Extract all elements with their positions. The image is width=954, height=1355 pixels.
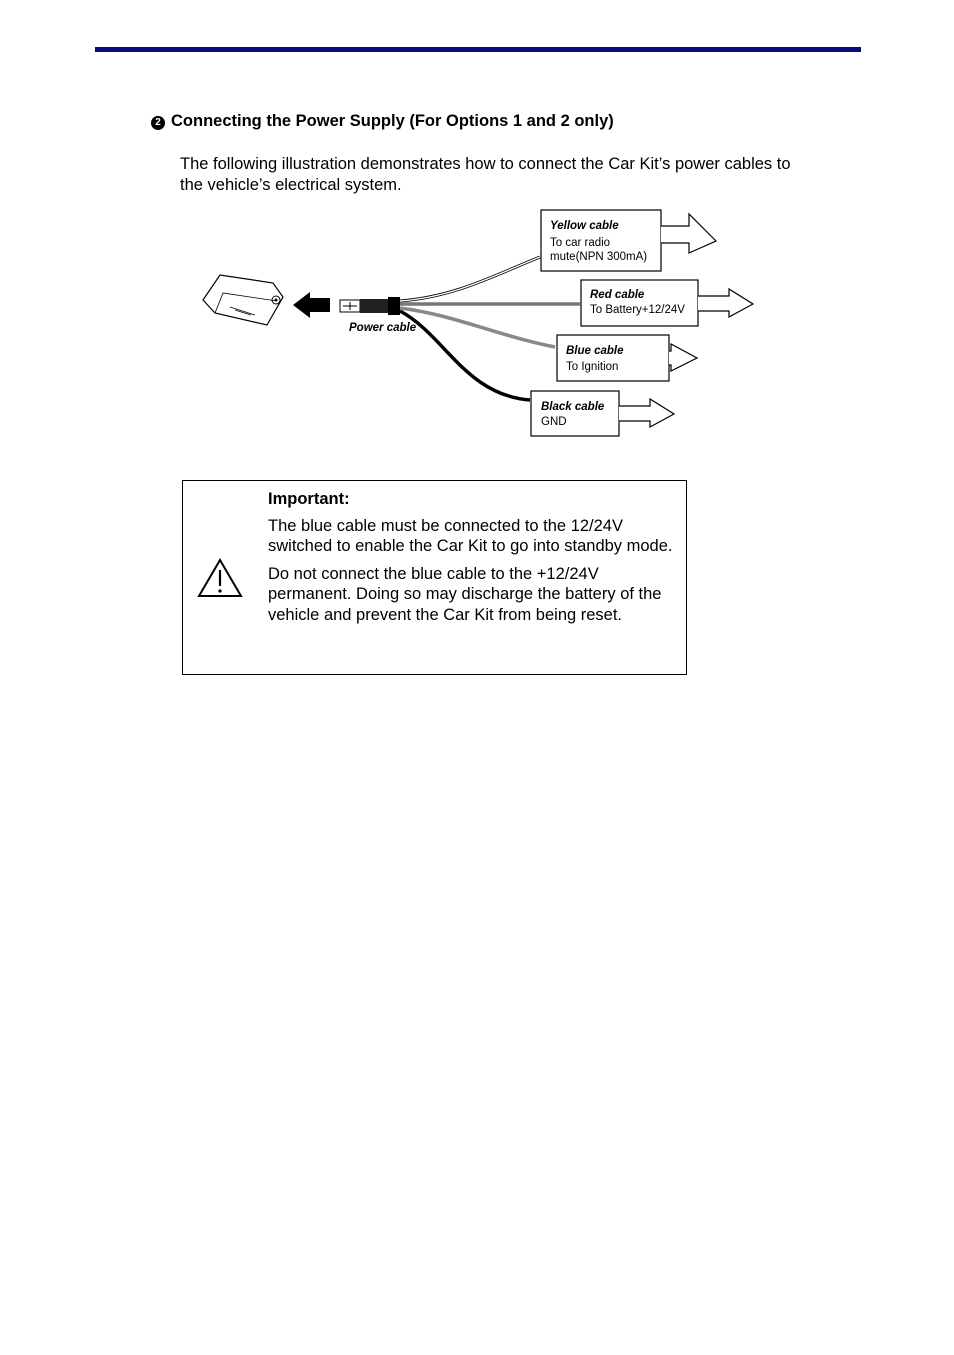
note-title: Important: — [268, 490, 350, 508]
intro-paragraph: The following illustration demonstrates … — [180, 155, 791, 194]
yellow-cable-line2: mute(NPN 300mA) — [550, 251, 647, 263]
top-rule — [95, 47, 861, 52]
power-cable-diagram: Power cable Yellow cable To car radio mu… — [195, 205, 765, 445]
section-heading-text: Connecting the Power Supply (For Options… — [171, 112, 614, 130]
yellow-cable-title: Yellow cable — [550, 220, 619, 232]
black-cable-title: Black cable — [541, 401, 605, 413]
blue-cable-title: Blue cable — [566, 345, 624, 357]
car-kit-device-icon — [202, 274, 284, 326]
connect-direction-arrow-icon — [293, 292, 330, 318]
warning-triangle-icon — [197, 558, 243, 597]
blue-wire — [399, 306, 556, 349]
important-note-box: Important: The blue cable must be connec… — [182, 480, 687, 675]
black-wire — [399, 309, 531, 402]
red-cable-label: Red cable To Battery+12/24V — [580, 279, 755, 327]
note-paragraph-1: The blue cable must be connected to the … — [268, 516, 673, 556]
section-number-bullet: 2 — [151, 116, 165, 130]
red-cable-line1: To Battery+12/24V — [590, 304, 685, 316]
red-cable-title: Red cable — [590, 289, 645, 301]
yellow-cable-line1: To car radio — [550, 237, 610, 249]
section-heading: 2 Connecting the Power Supply (For Option… — [151, 112, 614, 131]
black-cable-line1: GND — [541, 416, 567, 428]
diagram-svg: Power cable Yellow cable To car radio mu… — [202, 209, 755, 437]
note-content: Important: The blue cable must be connec… — [268, 489, 678, 632]
note-paragraph-2: Do not connect the blue cable to the +12… — [268, 564, 662, 624]
black-cable-label: Black cable GND — [530, 390, 676, 437]
power-cable-label: Power cable — [349, 322, 417, 334]
connector-plug-icon — [339, 297, 400, 315]
yellow-cable-label: Yellow cable To car radio mute(NPN 300mA… — [540, 209, 718, 272]
blue-cable-label: Blue cable To Ignition — [556, 334, 699, 382]
blue-cable-line1: To Ignition — [566, 361, 618, 373]
yellow-wire — [399, 255, 541, 303]
